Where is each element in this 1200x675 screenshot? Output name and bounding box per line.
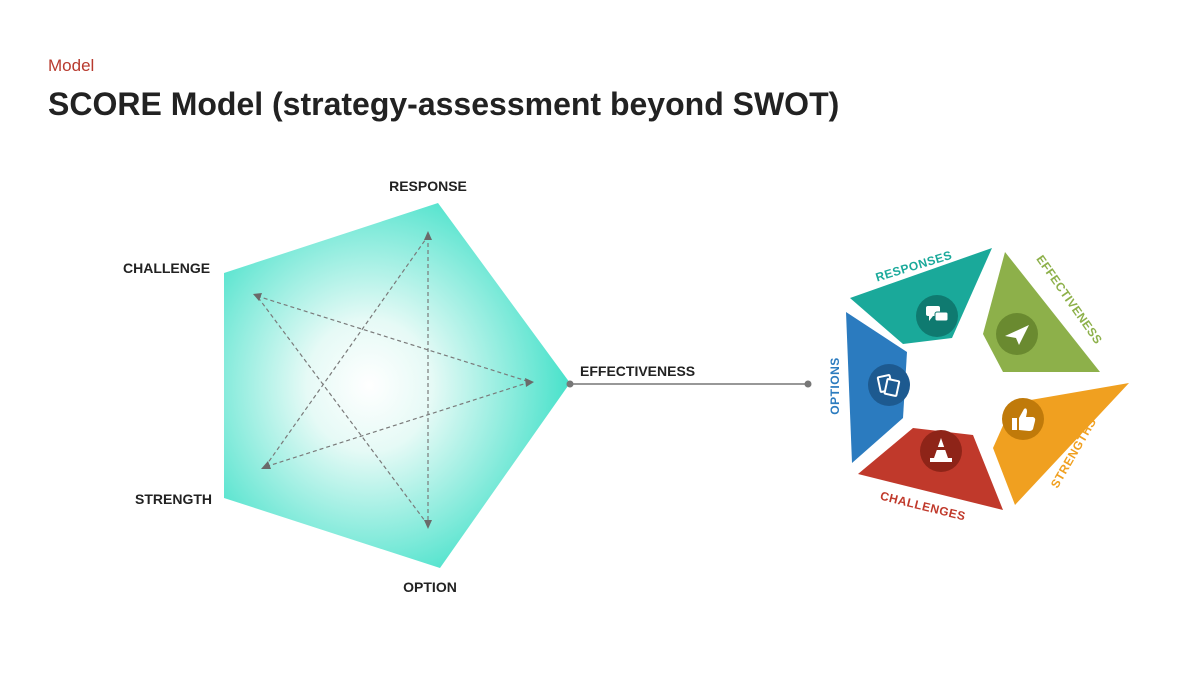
pentagram-star: [256, 235, 531, 526]
vertex-label-challenge: CHALLENGE: [123, 260, 210, 276]
section-label: Model: [48, 56, 95, 75]
page-title: SCORE Model (strategy-assessment beyond …: [48, 86, 840, 122]
wheel-label-options: OPTIONS: [828, 357, 842, 415]
score-pentagon: [224, 203, 570, 568]
vertex-label-effectiveness: EFFECTIVENESS: [580, 363, 695, 379]
paper-plane-icon: [996, 313, 1038, 355]
speech-bubbles-icon: [916, 295, 958, 337]
connector-line: [566, 380, 812, 388]
cards-icon: [868, 364, 910, 406]
vertex-label-strength: STRENGTH: [135, 491, 212, 507]
vertex-label-response: RESPONSE: [389, 178, 467, 194]
thumbs-up-icon: [1002, 398, 1044, 440]
star-arrowheads: [253, 231, 534, 529]
vertex-label-option: OPTION: [403, 579, 457, 595]
score-wheel: RESPONSES EFFECTIVENESS STRENGTHS CHALLE…: [828, 248, 1129, 524]
traffic-cone-icon: [920, 430, 962, 472]
